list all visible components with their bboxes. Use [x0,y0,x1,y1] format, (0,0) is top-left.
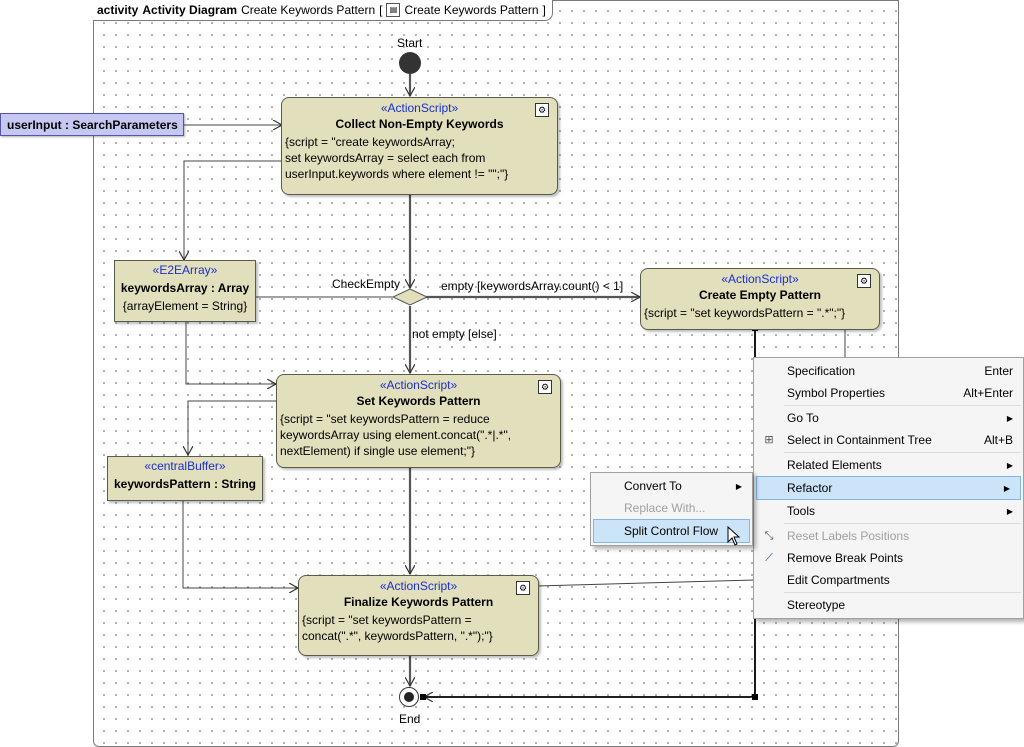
menu-item-shortcut: Alt+B [983,433,1013,447]
flow-collect-to-array [184,160,281,260]
menu-item-label: Select in Containment Tree [787,433,932,447]
action-script: {script = "set keywordsPattern = reduce … [280,412,512,458]
submenu-arrow-icon: ▶ [1006,506,1013,516]
menu-item-label: Remove Break Points [787,551,904,565]
remove-break-points-icon: ⟋ [765,552,773,564]
menu-separator [784,405,1021,406]
containment-tree-icon: ⊞ [764,434,774,446]
menu-item-remove-break-points[interactable]: ⟋ Remove Break Points [754,547,1023,569]
menu-separator [784,592,1021,593]
parameter-label: userInput : SearchParameters [7,117,178,132]
activity-parameter-userinput[interactable]: userInput : SearchParameters [0,113,184,136]
decision-label: CheckEmpty [332,277,401,291]
frame-name: Create Keywords Pattern [241,3,376,17]
flow-set-to-buffer [188,400,276,455]
menu-item-split-control-flow[interactable]: Split Control Flow [593,519,750,543]
menu-item-label: Tools [787,504,816,518]
action-script-icon: ⚙ [516,581,530,595]
menu-item-shortcut: Alt+Enter [963,386,1013,400]
action-script: {script = "set keywordsPattern = ".*";"} [644,306,846,320]
context-menu: Specification Enter Symbol Properties Al… [753,357,1024,619]
mouse-cursor-icon [727,526,741,546]
reset-labels-icon: ⤡ [764,530,774,542]
action-script: {script = "create keywordsArray; set key… [285,135,509,181]
action-set-keywords-pattern[interactable]: ⚙ «ActionScript» Set Keywords Pattern {s… [276,374,561,468]
menu-item-shortcut: Enter [984,364,1013,378]
menu-item-go-to[interactable]: Go To ▶ [754,407,1023,429]
stereotype-label: «centralBuffer» [144,459,226,473]
menu-separator [784,452,1021,453]
final-node[interactable] [399,687,419,707]
menu-item-label: Related Elements [787,458,882,472]
menu-item-specification[interactable]: Specification Enter [754,360,1023,382]
menu-item-label: Go To [787,411,819,425]
action-script-icon: ⚙ [535,103,549,117]
action-script-icon: ⚙ [538,380,552,394]
break-point-handle [420,694,426,700]
menu-item-replace-with[interactable]: Replace With... [591,497,752,519]
frame-kind: activity [97,3,139,17]
action-name: Set Keywords Pattern [356,394,481,408]
menu-item-select-in-containment-tree[interactable]: ⊞ Select in Containment Tree Alt+B [754,429,1023,451]
submenu-arrow-icon: ▶ [1006,460,1013,470]
flow-finalize-right [536,579,756,587]
action-name: Finalize Keywords Pattern [343,595,494,609]
menu-item-label: Split Control Flow [624,524,719,538]
guard-not-empty[interactable]: not empty [else] [412,327,497,341]
menu-item-label: Convert To [624,479,682,493]
menu-item-refactor[interactable]: Refactor ▶ [756,476,1021,500]
stereotype-label: «ActionScript» [380,101,459,115]
diagram-frame-header: activity Activity Diagram Create Keyword… [93,0,553,21]
menu-item-edit-compartments[interactable]: Edit Compartments [754,569,1023,591]
frame-target: Create Keywords Pattern [404,3,539,17]
submenu-arrow-icon: ▶ [735,481,742,491]
menu-item-label: Symbol Properties [787,386,886,400]
submenu-arrow-icon: ▶ [1003,483,1010,493]
action-name: Create Empty Pattern [698,288,822,302]
frame-bracket-open: [ [379,3,383,17]
initial-node[interactable] [399,52,421,74]
menu-item-tools[interactable]: Tools ▶ [754,500,1023,522]
object-name: keywordsArray : Array [120,281,250,295]
stereotype-label: «ActionScript» [721,272,799,286]
menu-item-symbol-properties[interactable]: Symbol Properties Alt+Enter [754,382,1023,404]
object-constraint: {arrayElement = String} [122,299,248,313]
stereotype-label: «ActionScript» [379,378,458,392]
menu-item-reset-labels-positions[interactable]: ⤡ Reset Labels Positions [754,525,1023,547]
action-script: {script = "set keywordsPattern = concat(… [302,613,493,643]
flow-array-to-set [185,320,276,384]
object-keywords-pattern-buffer[interactable]: «centralBuffer» keywordsPattern : String [107,456,263,501]
menu-item-related-elements[interactable]: Related Elements ▶ [754,454,1023,476]
decision-node [391,288,429,306]
break-point-handle [752,694,758,700]
action-collect-non-empty-keywords[interactable]: ⚙ «ActionScript» Collect Non-Empty Keywo… [281,97,558,195]
menu-item-label: Stereotype [787,598,846,612]
frame-type: Activity Diagram [142,3,238,17]
menu-item-label: Edit Compartments [787,573,890,587]
flow-buffer-to-finalize [182,500,298,588]
object-keywords-array[interactable]: «E2EArray» keywordsArray : Array {arrayE… [114,260,256,322]
guard-empty[interactable]: empty [keywordsArray.count() < 1] [441,279,624,293]
action-create-empty-pattern[interactable]: ⚙ «ActionScript» Create Empty Pattern {s… [640,268,880,330]
menu-separator [784,523,1021,524]
action-name: Collect Non-Empty Keywords [335,117,504,131]
menu-item-label: Refactor [787,481,833,495]
object-name: keywordsPattern : String [113,477,257,491]
stereotype-label: «ActionScript» [379,579,458,593]
diagram-icon: ▤ [386,3,401,17]
action-finalize-keywords-pattern[interactable]: ⚙ «ActionScript» Finalize Keywords Patte… [298,575,539,656]
menu-item-label: Specification [787,364,856,378]
refactor-submenu: Convert To ▶ Replace With... Split Contr… [590,472,753,546]
submenu-arrow-icon: ▶ [1006,413,1013,423]
menu-item-convert-to[interactable]: Convert To ▶ [591,475,752,497]
frame-bracket-close: ] [542,3,546,17]
menu-item-stereotype[interactable]: Stereotype [754,594,1023,616]
menu-item-label: Replace With... [624,501,706,515]
menu-item-label: Reset Labels Positions [787,529,910,543]
action-script-icon: ⚙ [857,274,871,288]
end-label: End [399,712,421,726]
start-label: Start [397,36,423,50]
stereotype-label: «E2EArray» [152,263,218,277]
